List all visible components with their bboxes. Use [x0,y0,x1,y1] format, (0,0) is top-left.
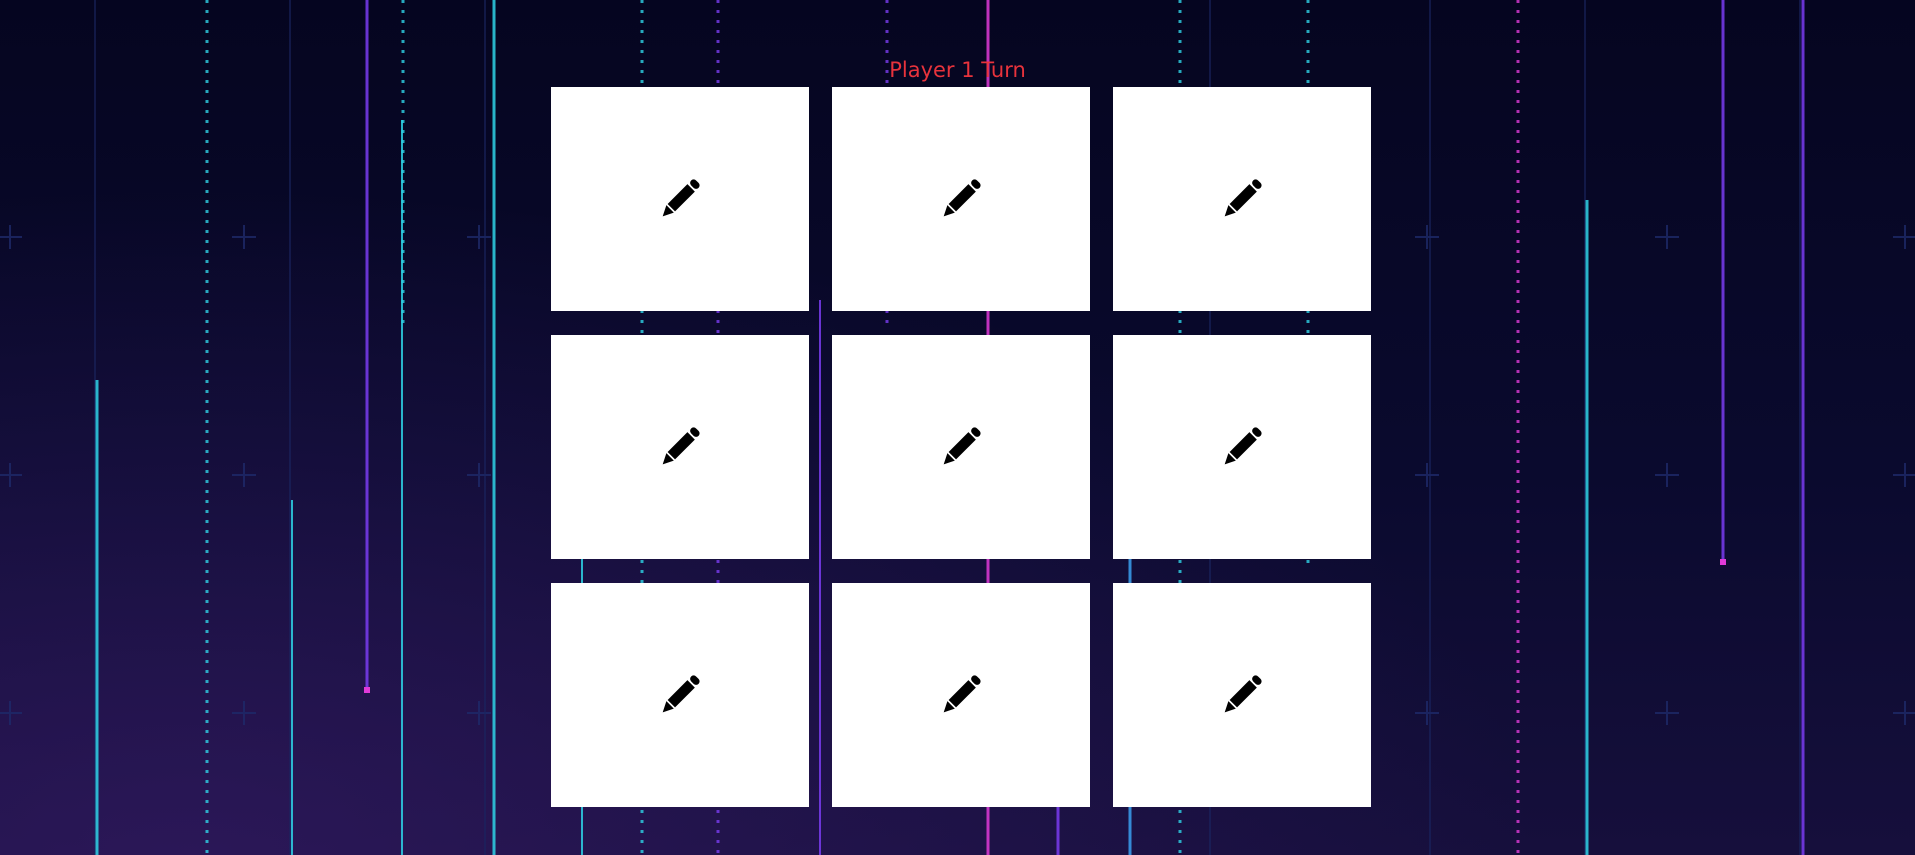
game-board [551,87,1371,807]
grid-cross [232,463,256,487]
grid-cross [1893,225,1915,249]
pencil-icon [1224,179,1262,217]
pencil-icon [943,427,981,465]
board-cell-4[interactable] [551,335,809,559]
grid-cross [0,463,22,487]
grid-cross [1655,701,1679,725]
turn-indicator: Player 1 Turn [889,58,1026,82]
grid-cross [1415,701,1439,725]
board-cell-8[interactable] [832,583,1090,807]
grid-cross [1415,225,1439,249]
board-cell-6[interactable] [1113,335,1371,559]
light-streak-head [1720,559,1726,565]
board-cell-2[interactable] [832,87,1090,311]
board-cell-5[interactable] [832,335,1090,559]
grid-cross [1655,225,1679,249]
light-streak-head [364,687,370,693]
grid-cross [1893,701,1915,725]
grid-cross [0,225,22,249]
pencil-icon [662,675,700,713]
grid-cross [232,701,256,725]
grid-cross [1415,463,1439,487]
grid-cross [1893,463,1915,487]
grid-cross [0,701,22,725]
grid-cross [1655,463,1679,487]
board-cell-3[interactable] [1113,87,1371,311]
board-cell-1[interactable] [551,87,809,311]
board-cell-9[interactable] [1113,583,1371,807]
pencil-icon [943,179,981,217]
pencil-icon [662,179,700,217]
grid-cross [232,225,256,249]
pencil-icon [1224,427,1262,465]
pencil-icon [1224,675,1262,713]
board-cell-7[interactable] [551,583,809,807]
grid-cross [467,701,491,725]
grid-cross [467,463,491,487]
pencil-icon [662,427,700,465]
grid-cross [467,225,491,249]
pencil-icon [943,675,981,713]
